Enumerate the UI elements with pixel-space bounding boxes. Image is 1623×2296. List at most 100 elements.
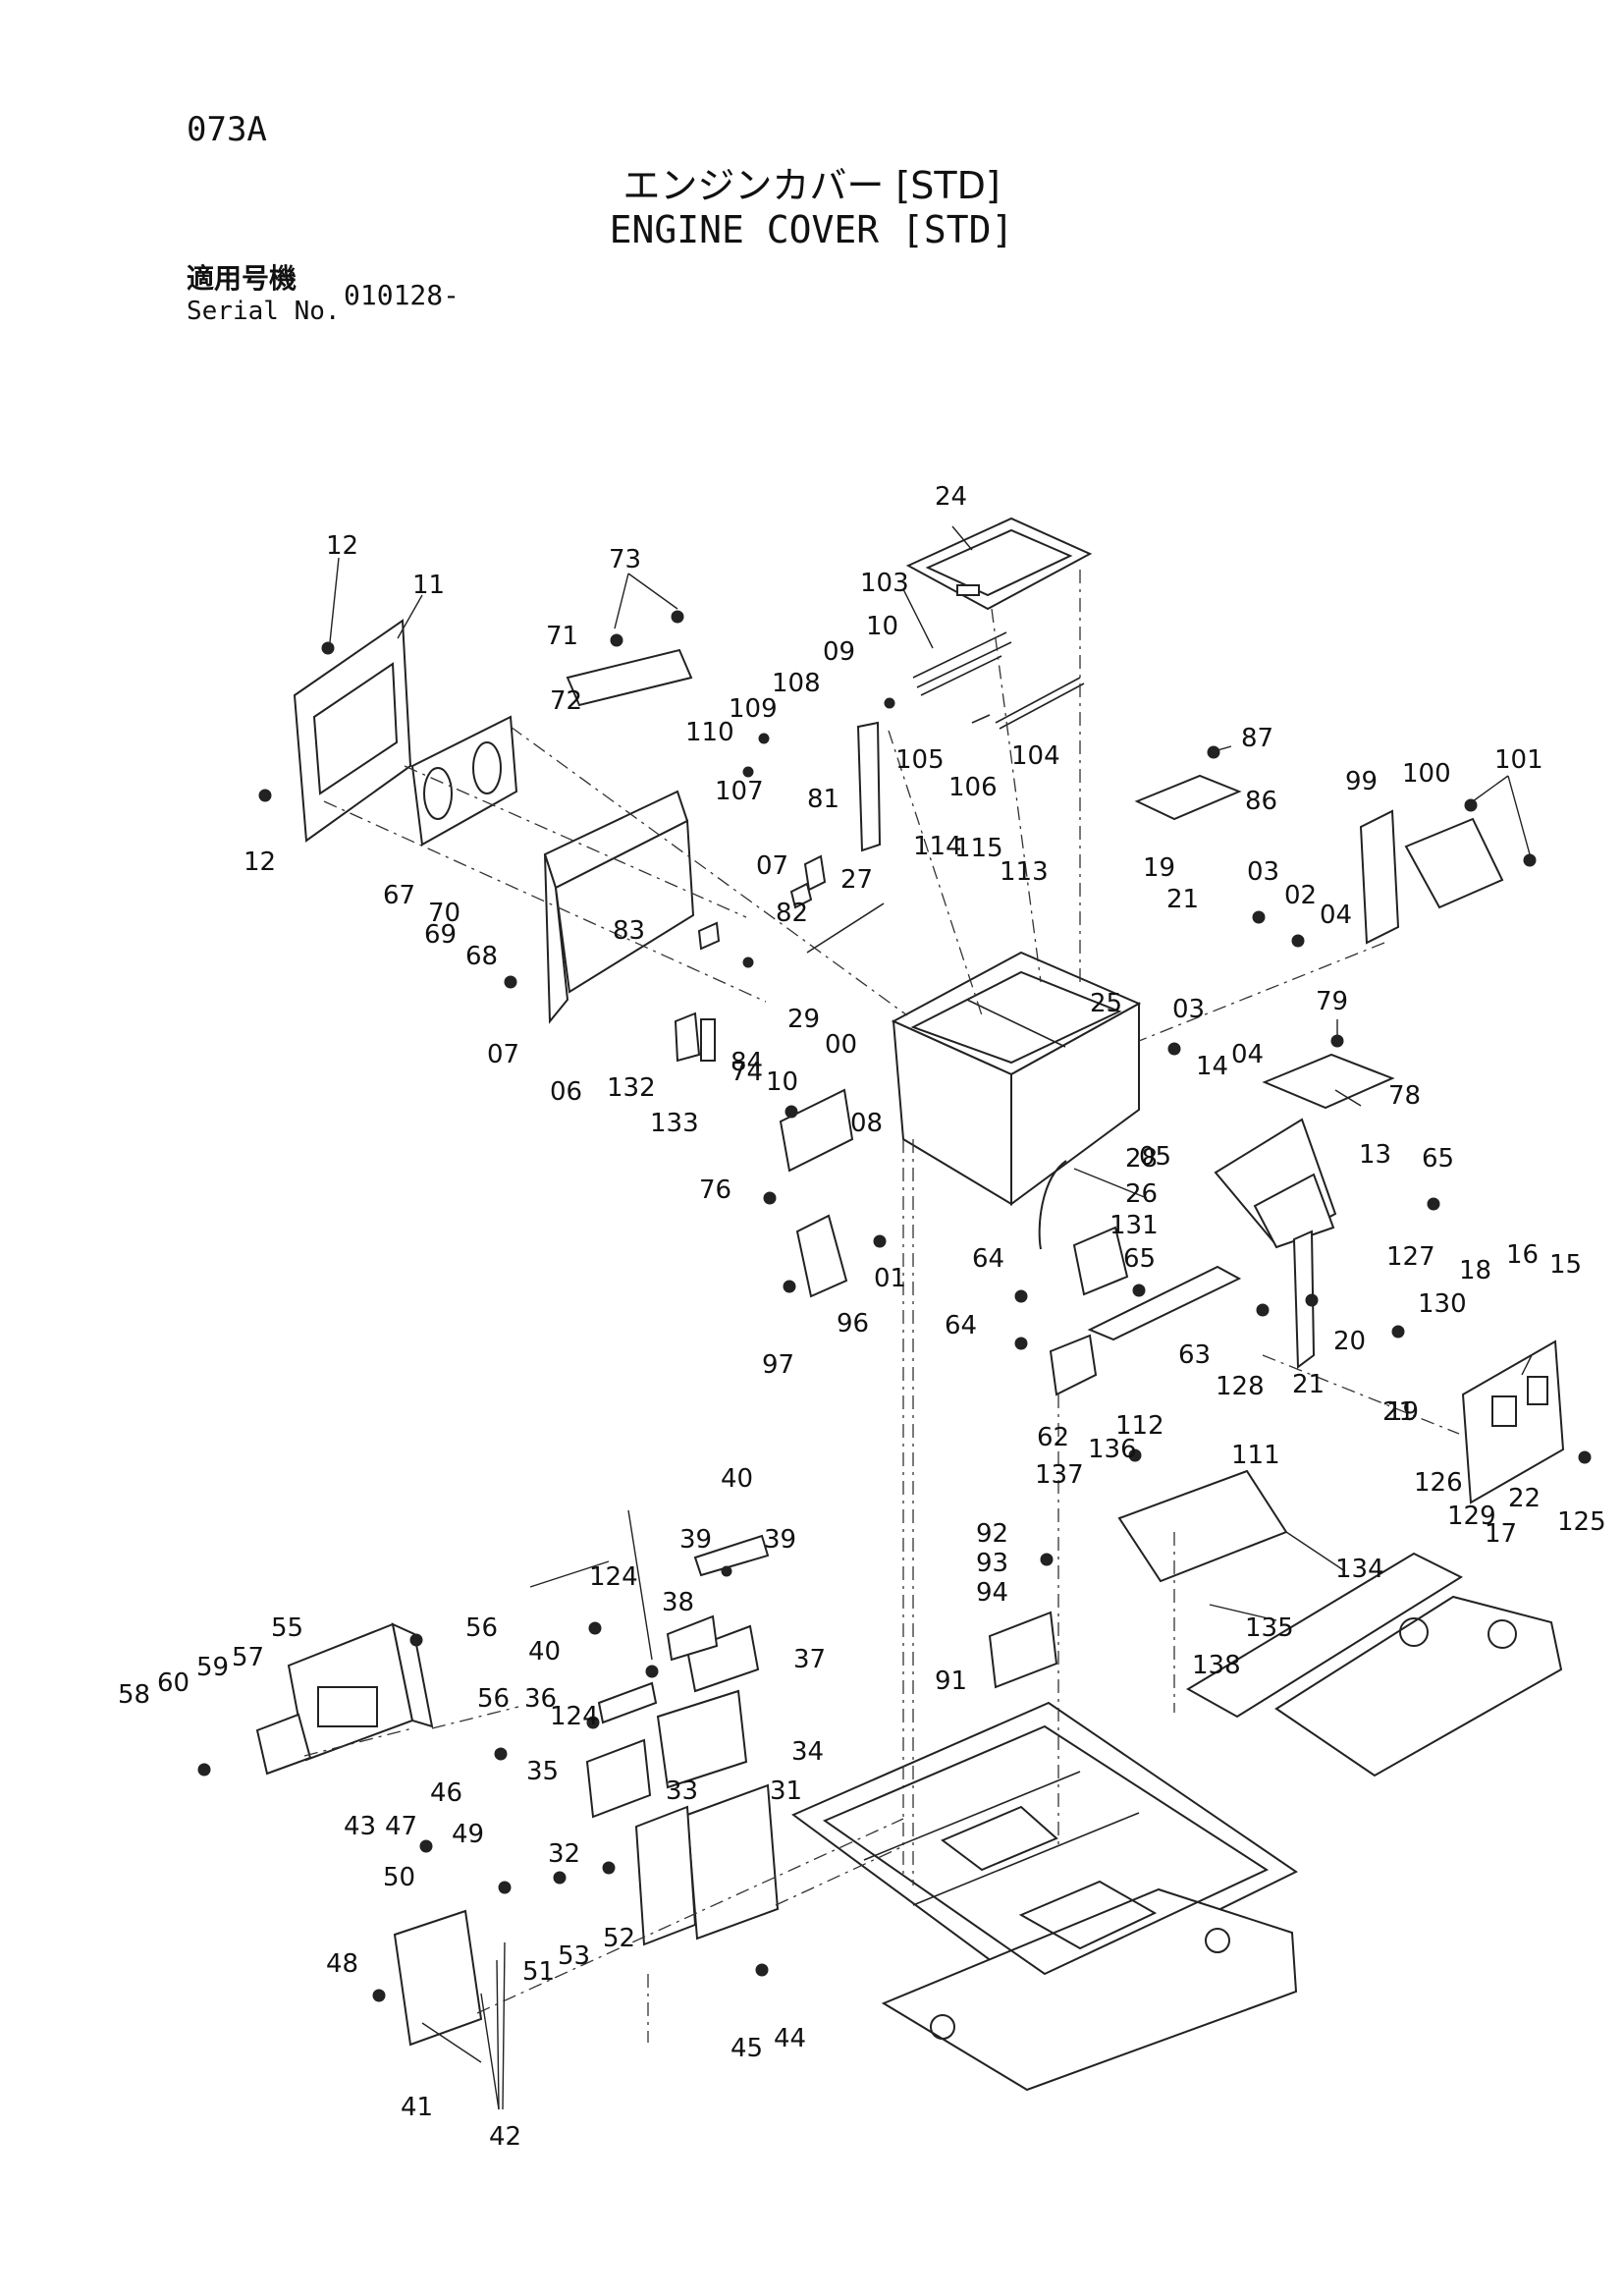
callout-label: 40	[528, 1637, 561, 1667]
callout-label: 56	[465, 1613, 498, 1643]
callout-label: 29	[787, 1005, 820, 1034]
callout-label: 87	[1241, 724, 1273, 753]
seal-103	[912, 631, 1007, 679]
callout-label: 68	[465, 942, 498, 971]
panel-33	[634, 1805, 697, 1946]
callout-label: 36	[524, 1684, 557, 1714]
callout-label: 10	[866, 612, 898, 641]
callout-label: 108	[772, 669, 821, 698]
latch-82	[789, 882, 813, 909]
callout-label: 03	[1247, 857, 1279, 887]
callout-label: 07	[756, 851, 788, 881]
cover-55	[287, 1622, 414, 1762]
callout-label: 109	[729, 694, 778, 724]
callout-label: 92	[976, 1519, 1008, 1549]
callout-label: 11	[412, 571, 445, 600]
callout-label: 71	[546, 622, 578, 651]
callout-label: 59	[196, 1653, 229, 1682]
callout-label: 105	[895, 745, 945, 775]
cover-111	[1117, 1469, 1288, 1583]
callout-label: 16	[1506, 1240, 1539, 1270]
grille-67	[410, 715, 518, 847]
bracket-132	[674, 1011, 701, 1063]
door-41	[393, 1909, 483, 2047]
bracket-38	[666, 1614, 719, 1662]
cover-78	[1262, 1053, 1395, 1110]
callout-label: 76	[699, 1175, 731, 1205]
callout-label: 39	[764, 1525, 796, 1555]
callout-label: 103	[860, 569, 909, 598]
callout-label: 06	[550, 1077, 582, 1107]
callout-label: 124	[550, 1702, 599, 1731]
callout-label: 110	[685, 718, 734, 747]
callout-label: 48	[326, 1949, 358, 1979]
plate-57	[255, 1713, 312, 1776]
callout-label: 130	[1418, 1289, 1467, 1319]
callout-label: 34	[791, 1737, 824, 1767]
callout-label: 100	[1402, 759, 1451, 789]
callout-label: 69	[424, 920, 457, 950]
callout-label: 05	[1139, 1142, 1171, 1172]
callout-label: 63	[1178, 1340, 1211, 1370]
callout-label: 08	[850, 1109, 883, 1138]
callout-label: 104	[1011, 741, 1060, 771]
callout-label: 10	[766, 1067, 798, 1097]
callout-label: 131	[1109, 1211, 1159, 1240]
callout-label: 38	[662, 1588, 694, 1617]
callout-label: 97	[762, 1350, 794, 1380]
seal-104	[995, 677, 1081, 724]
assembly-lines	[303, 570, 1460, 2043]
callout-label: 82	[776, 899, 808, 928]
callout-label: 53	[558, 1941, 590, 1971]
rod-27	[806, 902, 885, 954]
callout-label: 86	[1245, 787, 1277, 816]
callout-label: 126	[1414, 1468, 1463, 1498]
boom-mount	[1186, 1552, 1464, 1719]
callout-label: 60	[157, 1668, 189, 1698]
callout-label: 107	[715, 777, 764, 806]
callout-label: 135	[1245, 1613, 1294, 1643]
callout-label: 133	[650, 1109, 699, 1138]
bracket-133	[700, 1018, 716, 1062]
callout-label: 93	[976, 1549, 1008, 1578]
callout-label: 67	[383, 881, 415, 910]
panel-31	[685, 1783, 780, 1941]
upper-assembly	[293, 517, 1565, 1583]
callout-label: 43	[344, 1812, 376, 1841]
callout-label: 45	[730, 2034, 763, 2063]
callout-label: 09	[823, 637, 855, 667]
callout-label: 124	[589, 1562, 638, 1592]
callout-label: 49	[452, 1820, 484, 1849]
callout-label: 84	[730, 1048, 763, 1077]
door-15	[1461, 1339, 1565, 1504]
callout-label: 24	[935, 482, 967, 512]
seal-106	[971, 714, 991, 724]
callout-label: 01	[874, 1264, 906, 1293]
bracket-34	[656, 1689, 748, 1789]
callout-label: 112	[1115, 1411, 1164, 1441]
callout-label: 21	[1382, 1397, 1415, 1427]
latch-83	[697, 921, 721, 951]
callout-label: 70	[428, 899, 460, 928]
callout-label: 94	[976, 1578, 1008, 1608]
plate-86	[1134, 774, 1242, 821]
title-japanese: エンジンカバー [STD]	[622, 164, 1001, 207]
callout-label: 47	[385, 1812, 417, 1841]
callout-label: 13	[1359, 1140, 1391, 1170]
callout-label: 64	[972, 1244, 1004, 1274]
callout-label: 65	[1422, 1144, 1454, 1174]
callout-label: 33	[666, 1777, 698, 1806]
callout-label: 65	[1123, 1244, 1156, 1274]
plate-91	[988, 1611, 1058, 1689]
callout-label: 127	[1386, 1242, 1435, 1272]
callout-label: 21	[1166, 885, 1199, 914]
seal-105	[920, 655, 1002, 696]
callout-label: 07	[487, 1040, 519, 1069]
callout-label: 129	[1447, 1502, 1496, 1531]
bracket-37	[685, 1624, 760, 1693]
callout-label: 44	[774, 2024, 806, 2053]
bracket-35	[585, 1738, 652, 1819]
callout-label: 72	[550, 686, 582, 716]
callout-label: 15	[1549, 1250, 1582, 1280]
